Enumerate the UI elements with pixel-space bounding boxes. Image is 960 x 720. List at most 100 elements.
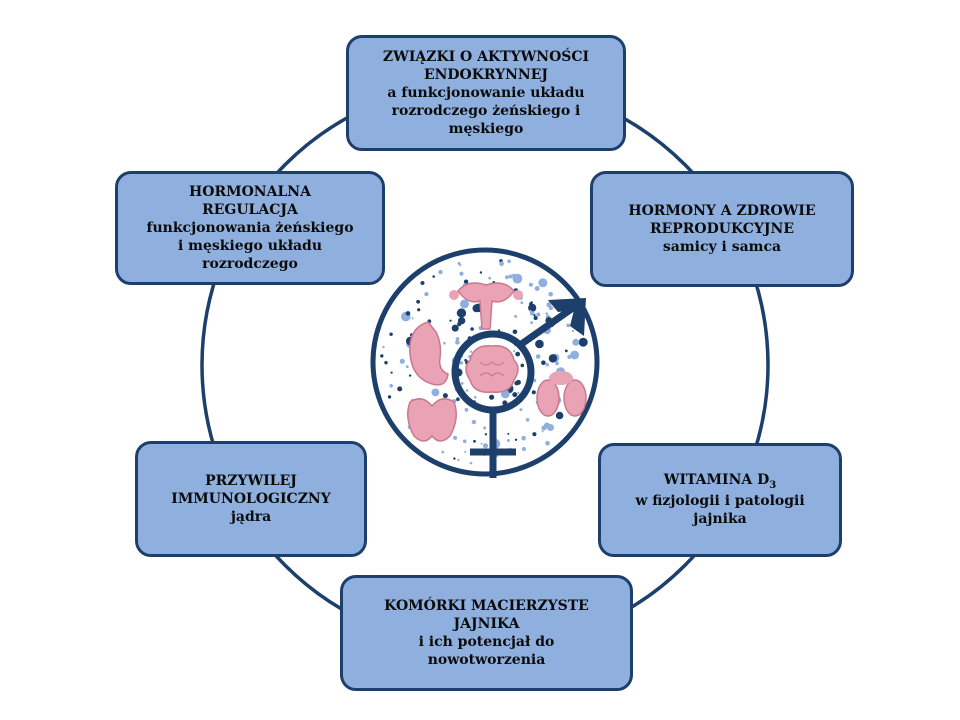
pattern-dot xyxy=(541,430,544,433)
pattern-dot xyxy=(521,435,526,441)
pattern-dot xyxy=(453,457,456,460)
pattern-dot xyxy=(399,358,405,364)
pattern-dot xyxy=(546,302,552,308)
box-title: ZWIĄZKI O AKTYWNOŚCI ENDOKRYNNEJ xyxy=(382,48,590,83)
box-description: a funkcjonowanie układu rozrodczego żeńs… xyxy=(387,84,585,138)
pattern-dot xyxy=(483,426,487,430)
pattern-dot xyxy=(479,271,483,274)
pattern-dot xyxy=(507,432,510,435)
box-title: KOMÓRKI MACIERZYSTE JAJNIKA xyxy=(384,597,589,632)
pattern-dot xyxy=(453,435,458,440)
pattern-dot xyxy=(529,311,535,316)
pattern-dot xyxy=(390,371,393,374)
pattern-dot xyxy=(539,341,544,345)
pattern-dot xyxy=(455,340,460,345)
pattern-dot xyxy=(417,308,421,312)
pattern-dot xyxy=(471,419,477,425)
pattern-dot xyxy=(464,450,467,453)
pattern-dot xyxy=(566,323,571,328)
pattern-dot xyxy=(472,304,481,313)
pattern-dot xyxy=(389,332,393,336)
pattern-dot xyxy=(545,441,550,446)
pattern-dot xyxy=(457,317,466,325)
pattern-dot xyxy=(480,442,483,445)
pattern-dot xyxy=(456,397,460,402)
box-description: i ich potencjał do nowotworzenia xyxy=(418,634,555,669)
pattern-dot xyxy=(405,311,411,316)
box-title: PRZYWILEJ IMMUNOLOGICZNY xyxy=(171,472,331,507)
pattern-dot xyxy=(469,350,473,353)
pattern-dot xyxy=(520,301,524,305)
pattern-dot xyxy=(397,386,403,392)
pattern-dot xyxy=(541,425,547,431)
pattern-dot xyxy=(520,363,525,368)
pattern-dot xyxy=(512,329,518,335)
pattern-dot xyxy=(465,389,469,392)
pattern-dot xyxy=(538,278,548,288)
pattern-dot xyxy=(571,329,575,333)
pattern-dot xyxy=(530,301,533,304)
pattern-dot xyxy=(489,394,495,400)
pattern-dot xyxy=(515,351,521,357)
pattern-dot xyxy=(499,261,504,267)
box-description: jądra xyxy=(230,509,272,526)
pattern-dot xyxy=(470,327,474,331)
pattern-dot xyxy=(405,365,409,369)
pattern-dot xyxy=(459,361,464,365)
pattern-dot xyxy=(457,458,460,462)
pattern-dot xyxy=(451,324,459,332)
pattern-dot xyxy=(512,392,518,398)
box-title-subscript: 3 xyxy=(769,480,777,492)
pattern-dot xyxy=(541,360,546,366)
pattern-dot xyxy=(438,269,443,275)
pattern-dot xyxy=(462,439,467,444)
pattern-dot xyxy=(469,461,473,465)
pattern-dot xyxy=(505,275,509,280)
pattern-dot xyxy=(387,395,392,399)
pattern-dot xyxy=(514,438,518,441)
pattern-dot xyxy=(530,321,533,324)
pattern-dot xyxy=(534,286,540,291)
box-title: HORMONALNA REGULACJA xyxy=(189,183,311,218)
brain-icon xyxy=(465,345,519,393)
pattern-dot xyxy=(380,354,384,358)
topic-box-ovarian-stem-cells: KOMÓRKI MACIERZYSTE JAJNIKA i ich potenc… xyxy=(340,575,633,691)
pattern-dot xyxy=(570,350,579,360)
pattern-dot xyxy=(525,418,530,422)
topic-box-vitamin-d3: WITAMINA D3 w fizjologii i patologii jaj… xyxy=(598,443,842,557)
pattern-dot xyxy=(482,443,489,449)
pattern-dot xyxy=(519,408,523,412)
pattern-dot xyxy=(507,259,511,264)
pattern-dot xyxy=(498,329,501,332)
pattern-dot xyxy=(459,263,462,267)
pattern-dot xyxy=(536,312,541,317)
pattern-dot xyxy=(564,349,568,353)
topic-box-immune-privilege: PRZYWILEJ IMMUNOLOGICZNY jądra xyxy=(135,441,367,557)
pattern-dot xyxy=(535,354,541,359)
pattern-dot xyxy=(578,337,588,347)
pattern-dot xyxy=(459,271,464,276)
venus-mars-symbol-icon xyxy=(451,298,586,478)
pattern-dot xyxy=(529,309,532,312)
box-title-main: WITAMINA D xyxy=(663,472,770,489)
pattern-dot xyxy=(484,433,488,436)
pattern-dot xyxy=(521,446,527,452)
pattern-dot xyxy=(411,317,414,320)
box-title: WITAMINA D3 xyxy=(664,471,776,492)
pattern-dot xyxy=(533,315,538,321)
pattern-dot xyxy=(460,299,469,309)
pattern-dot xyxy=(382,345,385,349)
box-description: w fizjologii i patologii jajnika xyxy=(635,493,805,528)
pattern-dot xyxy=(432,275,436,278)
topic-box-hormonal-regulation: HORMONALNA REGULACJA funkcjonowania żeńs… xyxy=(115,171,385,285)
uterus-icon xyxy=(449,282,523,330)
pattern-dot xyxy=(464,407,469,412)
pattern-dot xyxy=(420,281,425,285)
pattern-dot xyxy=(531,390,536,395)
thyroid-icon xyxy=(407,398,457,442)
pattern-dot xyxy=(389,384,394,388)
pattern-dot xyxy=(517,391,520,394)
kidneys-icon xyxy=(536,371,587,417)
